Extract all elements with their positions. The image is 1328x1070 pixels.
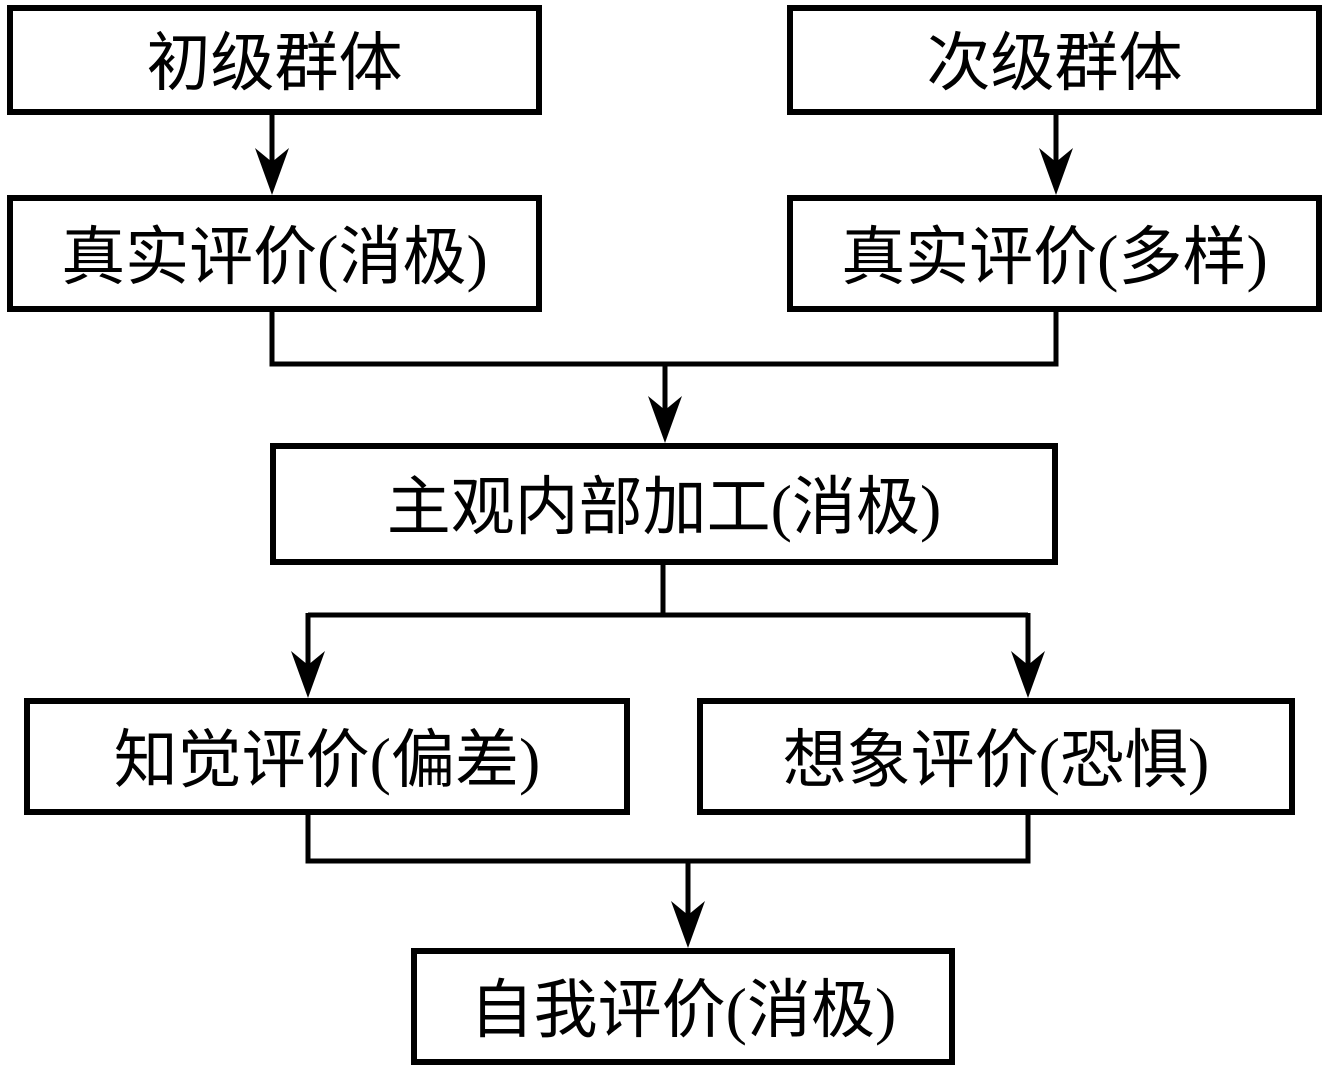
arrowhead-down-icon bbox=[255, 148, 289, 195]
arrowhead-down-icon bbox=[648, 396, 682, 443]
arrowhead-down-icon bbox=[1011, 651, 1045, 698]
arrowhead-down-icon bbox=[671, 901, 705, 948]
node-secondary-group: 次级群体 bbox=[787, 5, 1322, 115]
node-label: 主观内部加工(消极) bbox=[386, 472, 942, 543]
edge-merge-into-self-evaluation bbox=[305, 813, 1031, 948]
node-label: 想象评价(恐惧) bbox=[782, 724, 1210, 796]
edge-merge-into-subjective-processing bbox=[269, 310, 1059, 443]
edge-secondary-to-real-diverse bbox=[1039, 112, 1073, 195]
node-label: 真实评价(消极) bbox=[61, 221, 488, 293]
arrowhead-down-icon bbox=[1039, 148, 1073, 195]
node-primary-group: 初级群体 bbox=[7, 5, 542, 115]
edge-primary-to-real-negative bbox=[255, 112, 289, 195]
node-label: 次级群体 bbox=[926, 28, 1183, 99]
node-label: 初级群体 bbox=[146, 28, 403, 99]
arrowhead-down-icon bbox=[291, 651, 325, 698]
node-label: 真实评价(多样) bbox=[841, 221, 1268, 293]
node-perceptual-evaluation-bias: 知觉评价(偏差) bbox=[24, 698, 630, 815]
node-label: 自我评价(消极) bbox=[469, 974, 897, 1046]
node-self-evaluation-negative: 自我评价(消极) bbox=[411, 948, 955, 1065]
edge-split-from-subjective-processing bbox=[291, 563, 1045, 698]
node-imagined-evaluation-fear: 想象评价(恐惧) bbox=[697, 698, 1295, 815]
node-subjective-internal-processing: 主观内部加工(消极) bbox=[270, 443, 1058, 565]
node-real-evaluation-diverse: 真实评价(多样) bbox=[787, 195, 1322, 312]
node-label: 知觉评价(偏差) bbox=[113, 724, 541, 796]
node-real-evaluation-negative: 真实评价(消极) bbox=[7, 195, 542, 312]
